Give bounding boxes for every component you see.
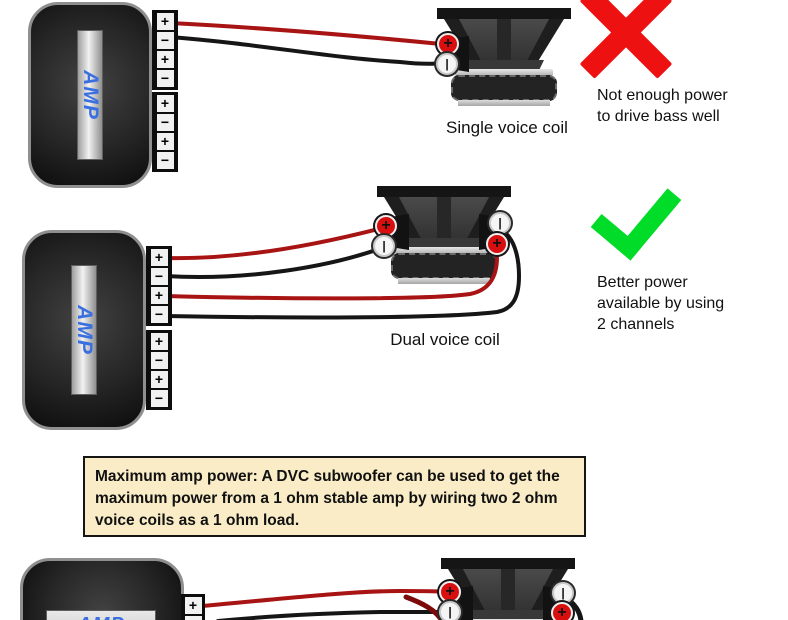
amp-terminal-positive: + bbox=[156, 51, 174, 68]
dual-voice-coil-label: Dual voice coil bbox=[390, 330, 500, 349]
amp-terminal-group-1: +− bbox=[181, 594, 205, 620]
sub-terminal-negative: | bbox=[373, 235, 395, 257]
text-line: available by using bbox=[597, 295, 725, 312]
sub-magnet bbox=[451, 75, 557, 101]
plus-glyph: + bbox=[557, 604, 567, 620]
amp-terminal-group-2: + − + − bbox=[146, 330, 172, 410]
amp-label: AMP bbox=[77, 614, 124, 620]
sub-terminal-negative: | bbox=[439, 601, 461, 620]
amp-terminal-positive: + bbox=[150, 333, 168, 350]
sub-cone-bar bbox=[437, 197, 451, 238]
minus-glyph: | bbox=[561, 586, 565, 600]
amp2-ch1-positive-wire bbox=[163, 226, 384, 261]
sub-gasket bbox=[455, 69, 553, 76]
amp1-positive-wire bbox=[168, 21, 443, 46]
sub-terminal-positive: + bbox=[551, 602, 573, 620]
text-line: Better power bbox=[597, 274, 688, 291]
amp-terminal-group-1: + − + − bbox=[146, 246, 172, 326]
check-tick bbox=[590, 166, 682, 261]
subwoofer-dual-voice-coil: + | | + bbox=[373, 186, 511, 284]
sub-terminal-negative: | bbox=[489, 212, 511, 234]
amp-label: AMP bbox=[79, 70, 103, 120]
amp-terminal-positive: + bbox=[156, 95, 174, 112]
amp-terminal-negative: − bbox=[156, 70, 174, 87]
minus-glyph: | bbox=[445, 57, 449, 71]
amp-terminal-group-1: + − + − bbox=[152, 10, 178, 90]
sub-terminal-positive: + bbox=[375, 215, 397, 237]
check-icon bbox=[584, 166, 684, 261]
sub-terminal-positive: + bbox=[437, 33, 459, 55]
amp-terminal-negative: − bbox=[150, 306, 168, 323]
amp3-positive-wire bbox=[200, 588, 449, 608]
text-line: to drive bass well bbox=[597, 108, 720, 125]
minus-glyph: | bbox=[448, 605, 452, 619]
sub-base-plate bbox=[398, 278, 490, 284]
sub-base-plate bbox=[458, 100, 550, 106]
amp-label: AMP bbox=[73, 305, 97, 355]
sub-terminal-negative: | bbox=[552, 582, 574, 604]
text-line: Not enough power bbox=[597, 87, 728, 104]
amp-terminal-negative: − bbox=[184, 616, 202, 620]
amp-terminal-positive: + bbox=[184, 597, 202, 614]
plus-glyph: + bbox=[443, 35, 453, 52]
text-line: 2 channels bbox=[597, 316, 675, 333]
minus-glyph: | bbox=[498, 216, 502, 230]
sub-cone-bar bbox=[497, 19, 511, 60]
amp1-negative-wire bbox=[168, 35, 444, 66]
sub-terminal-negative: | bbox=[436, 53, 458, 75]
amp-nameplate: AMP bbox=[71, 265, 97, 395]
amp-terminal-negative: − bbox=[156, 32, 174, 49]
plus-glyph: + bbox=[445, 583, 455, 600]
amp-terminal-negative: − bbox=[150, 390, 168, 407]
sub-cone-bar bbox=[501, 569, 515, 610]
sub3-wrap-red-wire bbox=[403, 594, 445, 620]
amp-terminal-positive: + bbox=[150, 287, 168, 304]
amp2-ch1-negative-wire bbox=[163, 247, 381, 279]
amp-terminal-negative: − bbox=[156, 114, 174, 131]
amp-terminal-negative: − bbox=[150, 352, 168, 369]
subwoofer-single-voice-coil: + | bbox=[436, 8, 571, 106]
sub-basket bbox=[464, 60, 544, 70]
sub-terminal-positive: + bbox=[486, 233, 508, 255]
amp-nameplate: AMP bbox=[77, 30, 103, 160]
subwoofer-dvc-max-power: + | | + bbox=[439, 558, 575, 620]
cross-icon bbox=[579, 0, 673, 79]
sub-magnet bbox=[391, 253, 497, 279]
sub-top-plate bbox=[377, 186, 511, 197]
text-line: maximum power from a 1 ohm stable amp by… bbox=[95, 490, 558, 507]
amp-terminal-positive: + bbox=[156, 133, 174, 150]
amp3-negative-wire bbox=[216, 609, 448, 620]
amp-terminal-positive: + bbox=[150, 249, 168, 266]
amp-body bbox=[20, 558, 184, 620]
amplifier-2: AMP + − + − + − + − bbox=[22, 230, 172, 430]
amplifier-1: AMP + − + − + − + − bbox=[28, 2, 178, 188]
single-coil-note: Not enough power to drive bass well bbox=[597, 85, 728, 127]
amp-terminal-positive: + bbox=[156, 13, 174, 30]
sub-top-plate bbox=[437, 8, 571, 19]
sub-terminal-positive: + bbox=[439, 581, 461, 603]
minus-glyph: | bbox=[382, 239, 386, 253]
amp-nameplate: AMP bbox=[46, 610, 156, 620]
plus-glyph: + bbox=[492, 235, 502, 252]
amplifier-3: AMP +− bbox=[20, 558, 206, 620]
amp-terminal-negative: − bbox=[156, 152, 174, 169]
dual-coil-note: Better power available by using 2 channels bbox=[597, 272, 724, 335]
sub-top-plate bbox=[441, 558, 575, 569]
text-line: Maximum amp power: A DVC subwoofer can b… bbox=[95, 468, 560, 485]
amp-terminal-group-2: + − + − bbox=[152, 92, 178, 172]
amp-terminal-positive: + bbox=[150, 371, 168, 388]
text-line: voice coils as a 1 ohm load. bbox=[95, 512, 300, 529]
sub-basket bbox=[468, 610, 548, 620]
plus-glyph: + bbox=[381, 217, 391, 234]
max-power-note-box: Maximum amp power: A DVC subwoofer can b… bbox=[83, 456, 586, 537]
amp-terminal-negative: − bbox=[150, 268, 168, 285]
single-voice-coil-label: Single voice coil bbox=[446, 118, 568, 137]
